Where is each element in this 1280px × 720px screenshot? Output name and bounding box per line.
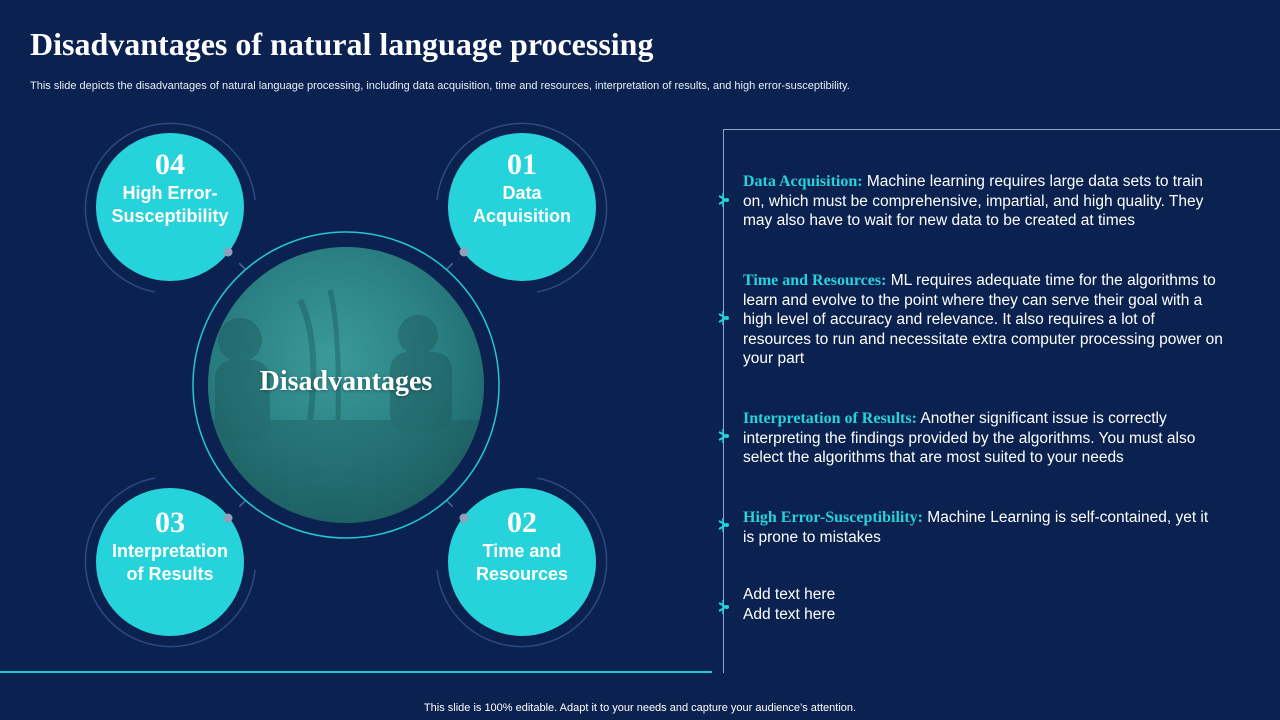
circle-02-label-1: Time and (482, 541, 562, 561)
page-title: Disadvantages of natural language proces… (30, 26, 654, 62)
circle-01 (448, 133, 596, 281)
item-heading: Interpretation of Results (743, 410, 912, 427)
circle-02 (448, 488, 596, 636)
item-interpretation-of-results: Interpretation of Results: Another signi… (743, 410, 1196, 466)
marker-arrow-icon (718, 429, 729, 443)
circle-01-label-2: Acquisition (473, 206, 571, 226)
circle-03-number: 03 (155, 506, 185, 539)
circle-03-text: 03 Interpretation of Results (90, 506, 250, 586)
footer-note: This slide is 100% editable. Adapt it to… (423, 702, 857, 714)
circle-02-number: 02 (507, 506, 537, 539)
circle-01-label-1: Data (502, 183, 542, 203)
bottom-divider (0, 671, 712, 673)
item-time-and-resources: Time and Resources: ML requires adequate… (743, 272, 1223, 367)
placeholder-line-2: Add text here (743, 605, 836, 623)
item-body: Another significant issue is correctly i… (743, 410, 1196, 466)
circle-04-label-2: Susceptibility (111, 206, 229, 226)
ring-arc-04 (84, 122, 256, 293)
circle-03-label-2: of Results (126, 564, 214, 584)
dot-02 (459, 513, 469, 523)
item-heading: High Error-Susceptibility (743, 509, 918, 526)
circle-01-number: 01 (507, 148, 537, 181)
item-placeholder: Add text here Add text here (743, 585, 1223, 624)
circle-02-label-2: Resources (475, 564, 569, 584)
circle-01-text: 01 Data Acquisition (442, 148, 602, 228)
circle-03-label-1: Interpretation (111, 541, 228, 561)
circle-02-text: 02 Time and Resources (442, 506, 602, 586)
item-data-acquisition: Data Acquisition: Machine learning requi… (743, 173, 1204, 229)
item-heading: Data Acquisition (743, 173, 858, 190)
dot-03 (223, 513, 233, 523)
item-body: ML requires adequate time for the algori… (743, 272, 1223, 367)
marker-arrow-icon (718, 311, 729, 325)
dot-04 (223, 247, 233, 257)
circle-04-number: 04 (155, 148, 185, 181)
center-disc (208, 247, 484, 523)
item-body: Machine learning requires large data set… (743, 173, 1204, 229)
marker-arrow-icon (718, 600, 729, 614)
center-label: Disadvantages (259, 366, 433, 397)
marker-arrow-icon (718, 518, 729, 532)
page-subtitle: This slide depicts the disadvantages of … (30, 80, 850, 92)
dot-01 (459, 247, 469, 257)
item-high-error-susceptibility: High Error-Susceptibility: Machine Learn… (743, 509, 1209, 546)
circle-04-text: 04 High Error- Susceptibility (90, 148, 250, 228)
disadvantages-diagram (84, 122, 608, 648)
item-body: Machine Learning is self-contained, yet … (743, 509, 1209, 546)
ring-arc-02 (436, 477, 608, 648)
placeholder-line-1: Add text here (743, 586, 836, 603)
ring-arc-03 (84, 477, 256, 648)
description-panel (723, 129, 1280, 673)
circle-04 (96, 133, 244, 281)
item-heading: Time and Resources (743, 272, 882, 289)
circle-04-label-1: High Error- (122, 183, 218, 203)
ring-arc-01 (436, 122, 608, 293)
marker-arrow-icon (718, 193, 729, 207)
circle-03 (96, 488, 244, 636)
